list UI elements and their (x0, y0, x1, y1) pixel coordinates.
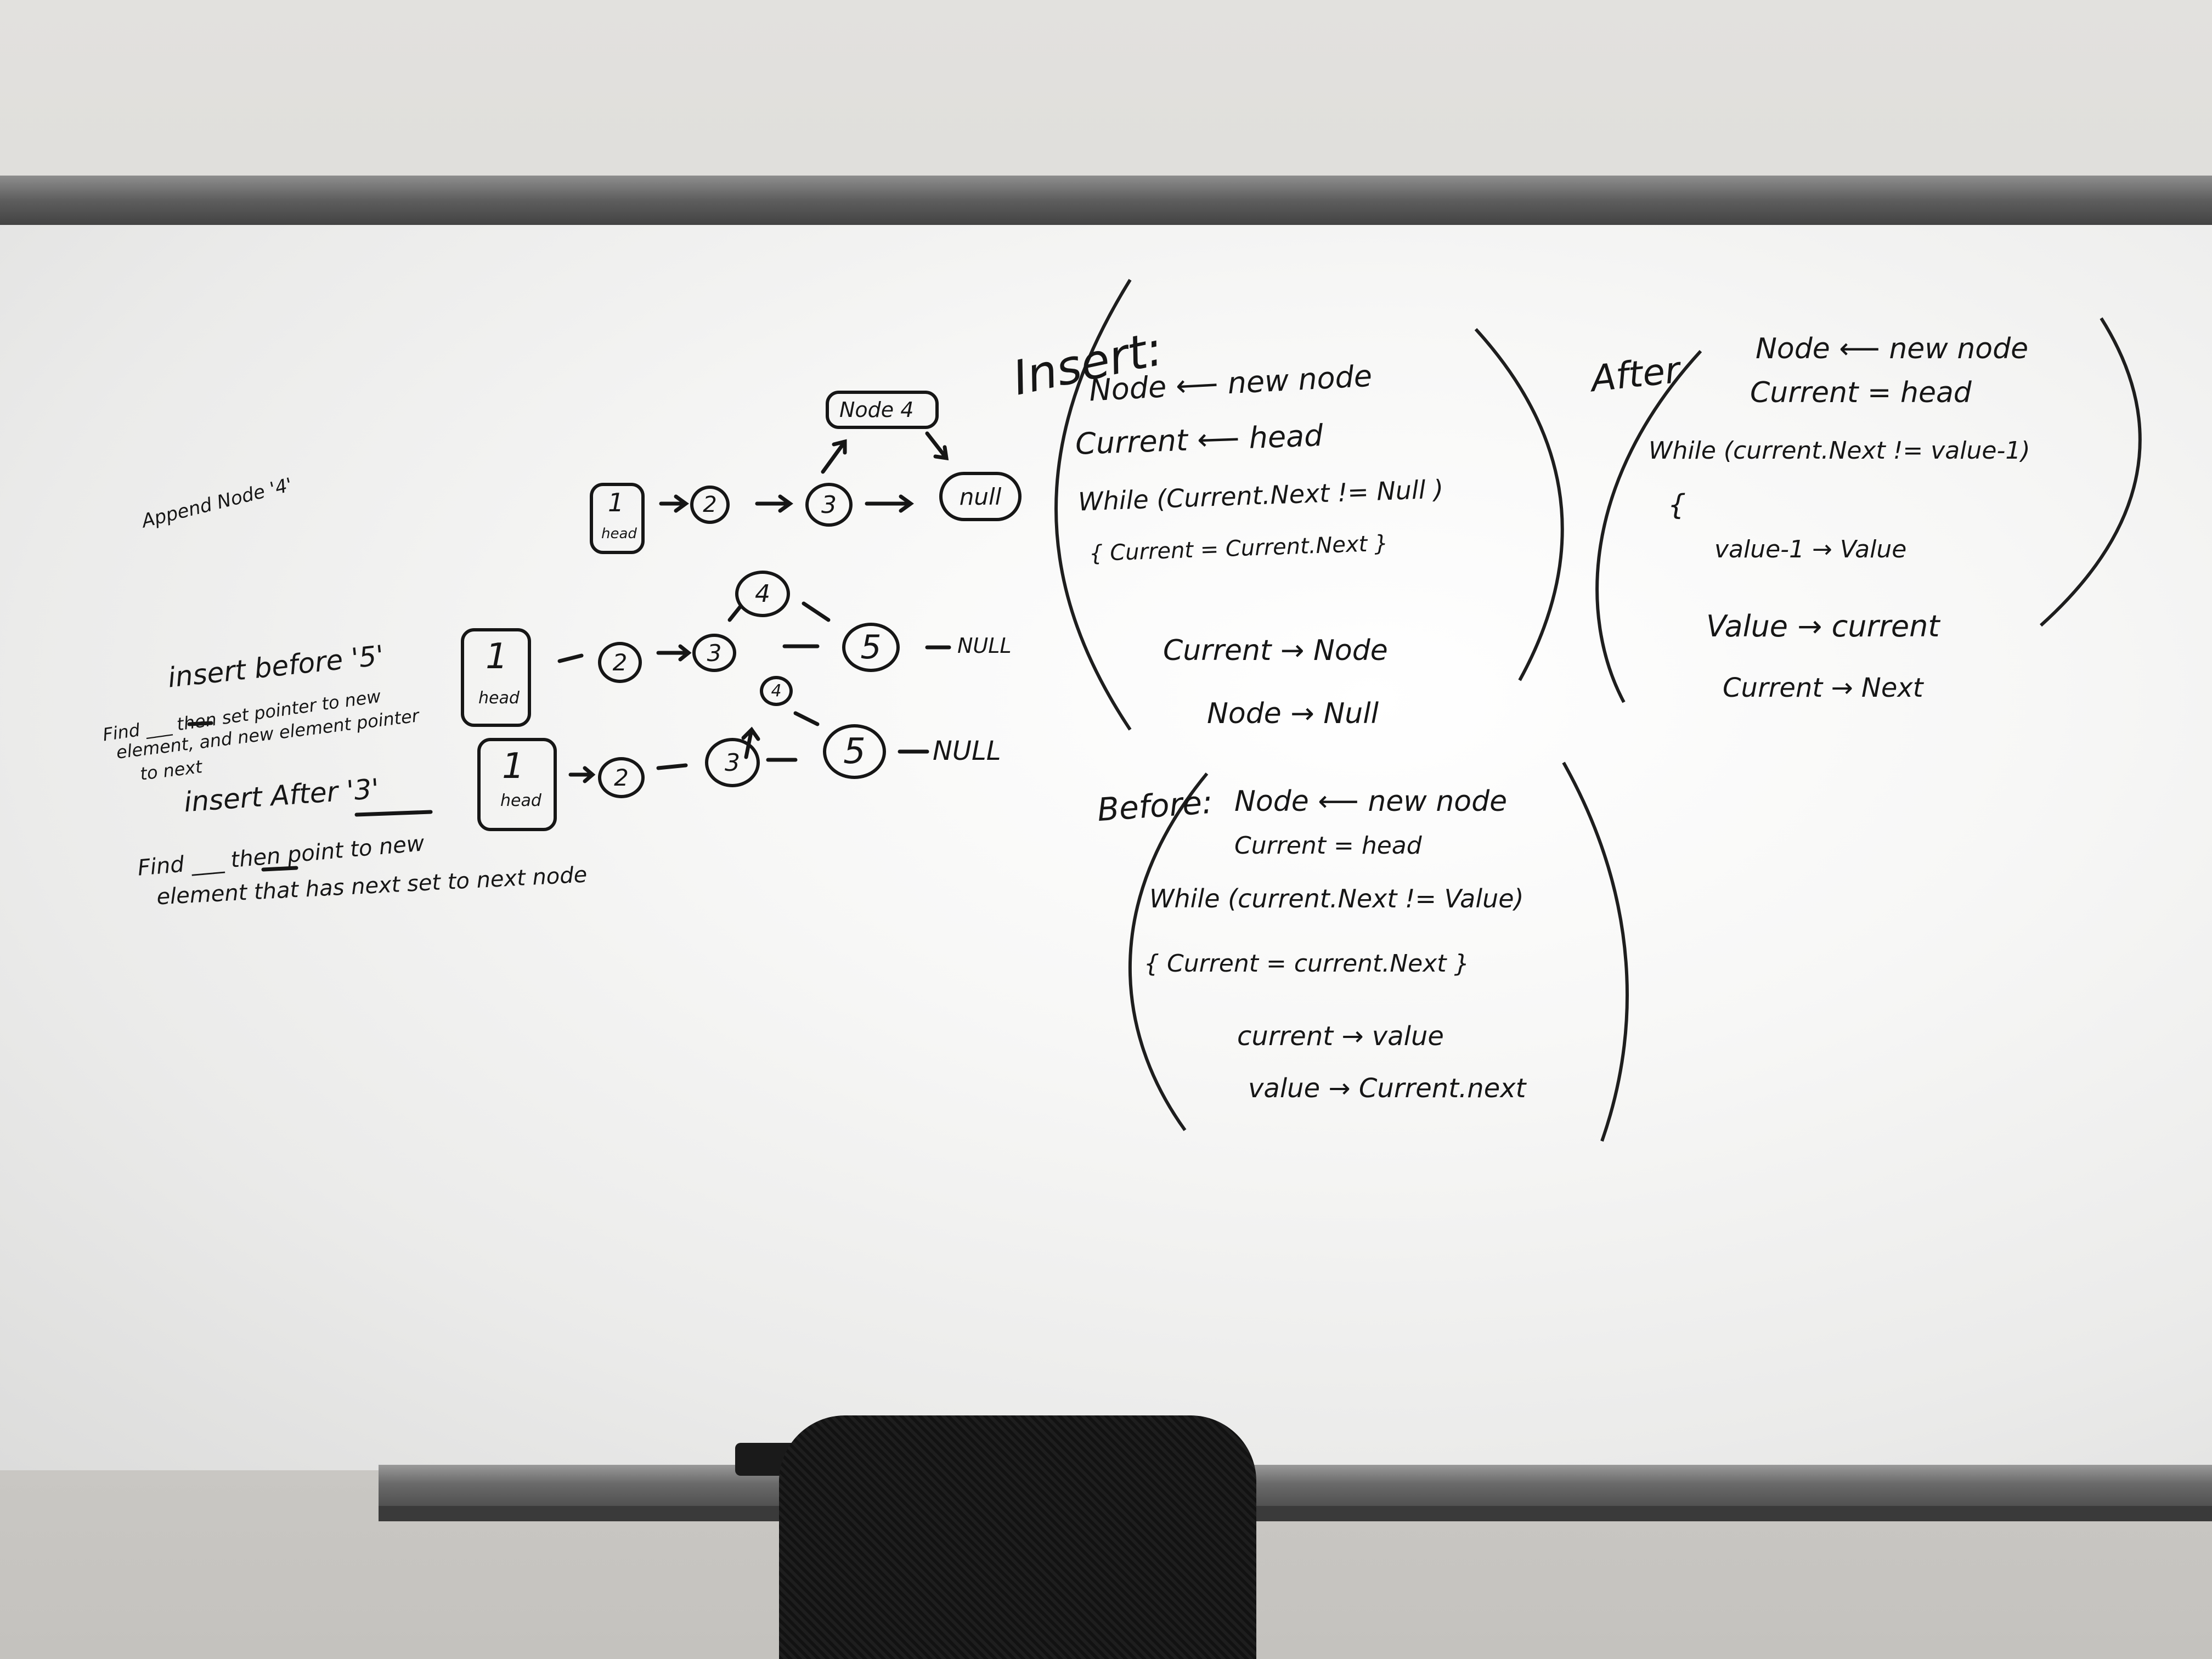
append-node-1: 1 (608, 488, 624, 517)
after-null: NULL (933, 736, 1001, 766)
before-node-3: 3 (692, 634, 736, 672)
after-code-line-2: Current = head (1750, 376, 1972, 409)
after-head-node (477, 738, 557, 831)
before-code-line-2: Current = head (1234, 832, 1422, 860)
before-node-4: 4 (735, 571, 790, 617)
after-code-title: After (1589, 348, 1682, 400)
after-node-4-text: 4 (771, 681, 782, 701)
before-head-text: head (478, 689, 520, 708)
marker-tray-lip (379, 1506, 2212, 1521)
after-head-text: head (500, 791, 541, 810)
before-node-5-text: 5 (860, 628, 882, 667)
append-head-node (590, 483, 645, 554)
after-node-1: 1 (502, 746, 524, 787)
insert-line-6: Node → Null (1207, 697, 1379, 730)
before-node-2: 2 (598, 642, 642, 683)
after-code-line-5: value-1 → Value (1714, 535, 1907, 563)
append-node-3-text: 3 (821, 490, 837, 519)
after-node-2: 2 (598, 757, 645, 798)
after-code-line-7: Current → Next (1723, 673, 1923, 703)
append-node-3: 3 (805, 483, 853, 527)
before-code-line-4: { Current = current.Next } (1144, 950, 1470, 978)
office-chair (779, 1415, 1256, 1659)
top-rail (0, 176, 2212, 230)
marker-tray (379, 1465, 2212, 1512)
before-null: NULL (957, 634, 1012, 658)
after-code-line-4: { (1668, 489, 1686, 522)
after-node-2-text: 2 (614, 764, 629, 791)
before-code-line-6: value → Current.next (1248, 1073, 1526, 1104)
node-4-label: Node 4 (839, 398, 914, 422)
before-node-3-text: 3 (707, 639, 722, 667)
before-node-4-text: 4 (755, 580, 770, 608)
before-code-line-1: Node ⟵ new node (1234, 785, 1508, 818)
before-head-node (461, 628, 531, 727)
insert-line-2: Current ⟵ head (1075, 418, 1324, 461)
append-null-text: null (959, 483, 1002, 510)
before-code-line-3: While (current.Next != Value) (1149, 884, 1524, 913)
after-code-line-3: While (current.Next != value-1) (1649, 437, 2030, 465)
before-node-1: 1 (486, 636, 508, 677)
before-code-line-5: current → value (1237, 1021, 1444, 1052)
insert-line-5: Current → Node (1163, 634, 1388, 667)
after-node-3-text: 3 (725, 748, 740, 777)
append-node-2: 2 (690, 486, 730, 524)
after-node-3: 3 (705, 738, 760, 787)
before-node-5: 5 (842, 623, 900, 672)
before-node-2-text: 2 (612, 649, 628, 676)
after-node-4: 4 (760, 676, 793, 706)
node-4-box (826, 391, 939, 429)
append-node-2-text: 2 (703, 492, 717, 517)
append-head-text: head (601, 526, 637, 542)
before-code-title: Before: (1096, 783, 1214, 829)
after-code-line-1: Node ⟵ new node (1756, 332, 2029, 365)
after-code-line-6: Value → current (1706, 609, 1940, 644)
after-node-5-text: 5 (843, 731, 866, 772)
whiteboard (0, 225, 2212, 1470)
after-node-5: 5 (823, 724, 886, 779)
append-null: null (939, 472, 1022, 521)
